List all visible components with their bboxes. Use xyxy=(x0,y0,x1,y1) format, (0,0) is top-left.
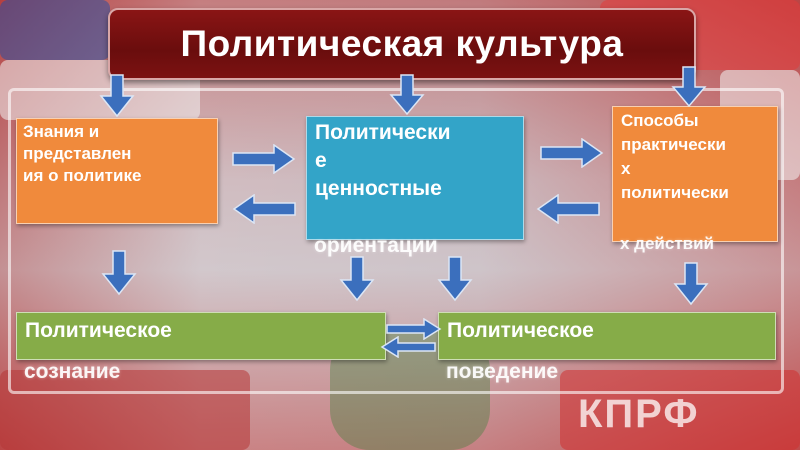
arrow-right-knowledge-to-values xyxy=(232,144,296,174)
arrow-right-consciousness-to-behaviour xyxy=(386,318,442,340)
box-practice-overflow: х действий xyxy=(620,234,715,253)
box-values-overflow: ориентации xyxy=(314,234,438,257)
box-behaviour: Политическое xyxy=(438,312,776,360)
box-practice: Способы практически х политически xyxy=(612,106,778,242)
bg-poster-red-bottom xyxy=(560,370,800,450)
arrow-down-title-to-practice xyxy=(671,66,707,108)
arrow-down-knowledge-to-consciousness xyxy=(101,250,137,296)
box-behaviour-overflow: поведение xyxy=(446,360,559,383)
arrow-down-practice-to-behaviour xyxy=(673,262,709,306)
bg-poster-red-left xyxy=(0,370,250,450)
arrow-right-values-to-practice xyxy=(540,138,604,168)
box-knowledge: Знания и представлен ия о политике xyxy=(16,118,218,224)
box-values-label: Политически е ценностные xyxy=(315,121,451,200)
bg-poster-blue xyxy=(0,0,110,60)
arrow-down-title-to-values xyxy=(389,74,425,116)
arrow-down-title-to-knowledge xyxy=(99,74,135,118)
box-practice-label: Способы практически х политически xyxy=(621,111,729,202)
title-banner: Политическая культура xyxy=(108,8,696,80)
box-knowledge-label: Знания и представлен ия о политике xyxy=(23,122,142,185)
box-consciousness-label: Политическое xyxy=(25,319,172,342)
bg-watermark: КПРФ xyxy=(578,392,700,436)
arrow-left-values-to-knowledge xyxy=(232,194,296,224)
arrow-down-values-to-consciousness xyxy=(339,256,375,302)
arrow-left-practice-to-values xyxy=(536,194,600,224)
box-consciousness: Политическое xyxy=(16,312,386,360)
box-consciousness-overflow: сознание xyxy=(24,360,121,383)
box-values: Политически е ценностные xyxy=(306,116,524,240)
arrow-down-values-to-behaviour xyxy=(437,256,473,302)
bg-frame xyxy=(8,88,784,394)
arrow-left-behaviour-to-consciousness xyxy=(380,336,436,358)
box-behaviour-label: Политическое xyxy=(447,319,594,342)
diagram-title: Политическая культура xyxy=(180,23,624,64)
